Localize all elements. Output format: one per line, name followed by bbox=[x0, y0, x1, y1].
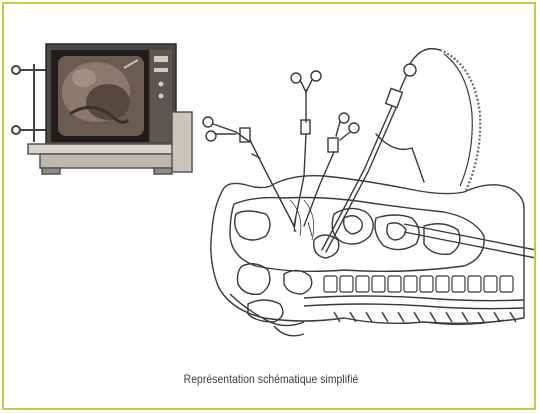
crt-monitor-icon bbox=[46, 44, 176, 146]
light-cable bbox=[440, 50, 480, 190]
monitor-stand-pole bbox=[12, 64, 50, 142]
scissors-forceps-icon bbox=[203, 117, 294, 226]
laparoscope-icon bbox=[322, 49, 440, 252]
figure-caption: Représentation schématique simplifié bbox=[41, 372, 500, 386]
spine bbox=[324, 276, 513, 292]
laparoscopy-illustration bbox=[4, 4, 536, 410]
abdomen-cross-section bbox=[211, 176, 524, 336]
figure-frame: Représentation schématique simplifié bbox=[2, 2, 536, 410]
monitor bbox=[12, 44, 192, 174]
